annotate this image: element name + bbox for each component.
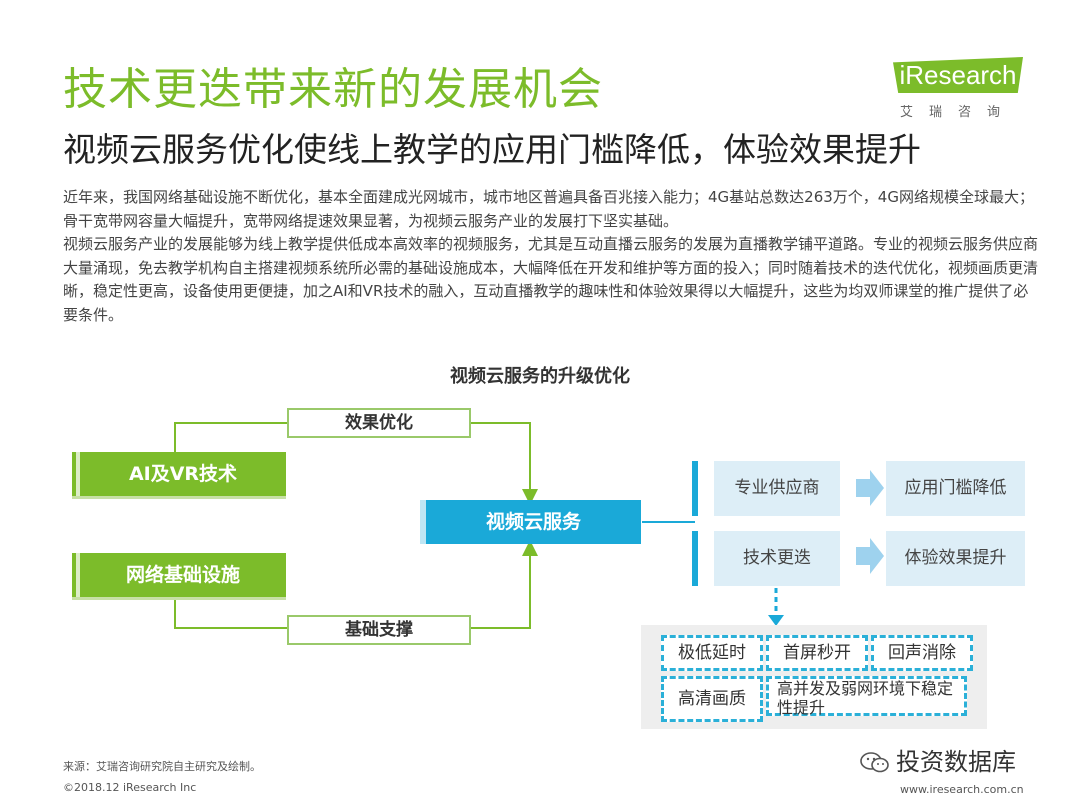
connector-label-top: 效果优化 <box>287 408 471 438</box>
copyright: ©2018.12 iResearch Inc <box>63 781 197 794</box>
driver-box-supplier: 专业供应商 <box>714 461 840 516</box>
arrowhead-dashed <box>768 615 784 626</box>
page-subtitle: 视频云服务优化使线上教学的应用门槛降低，体验效果提升 <box>63 130 921 169</box>
connector-label-bottom: 基础支撑 <box>287 615 471 645</box>
body-paragraph-1: 近年来，我国网络基础设施不断优化，基本全面建成光网城市，城市地区普遍具备百兆接入… <box>63 188 1034 230</box>
logo-brand: iResearch <box>893 57 1023 93</box>
arrow-outcome-2 <box>856 538 884 574</box>
outcome-box-experience: 体验效果提升 <box>886 531 1025 586</box>
feature-echo-cancel: 回声消除 <box>871 635 973 671</box>
bracket-bar-1 <box>692 461 698 516</box>
feature-fast-first-frame: 首屏秒开 <box>766 635 868 671</box>
wechat-icon <box>860 752 889 773</box>
feature-low-latency: 极低延时 <box>661 635 763 671</box>
input-box-ai-vr: AI及VR技术 <box>72 452 286 496</box>
page-title: 技术更迭带来新的发展机会 <box>63 64 603 115</box>
driver-box-tech: 技术更迭 <box>714 531 840 586</box>
wechat-watermark: 投资数据库 <box>860 742 1016 777</box>
body-paragraph-2: 视频云服务产业的发展能够为线上教学提供低成本高效率的视频服务，尤其是互动直播云服… <box>63 235 1039 324</box>
center-box-video-cloud: 视频云服务 <box>420 500 641 544</box>
wechat-name: 投资数据库 <box>896 748 1016 776</box>
arrow-outcome-1 <box>856 470 884 506</box>
feature-hd-quality: 高清画质 <box>661 676 763 722</box>
outcome-box-threshold: 应用门槛降低 <box>886 461 1025 516</box>
iresearch-logo: iResearch 艾瑞咨询 <box>893 57 1023 122</box>
logo-chinese-name: 艾瑞咨询 <box>899 105 1016 120</box>
website-url[interactable]: www.iresearch.com.cn <box>900 783 1024 796</box>
input-box-network: 网络基础设施 <box>72 553 286 597</box>
diagram-title: 视频云服务的升级优化 <box>450 366 630 387</box>
source-note: 来源：艾瑞咨询研究院自主研究及绘制。 <box>63 760 261 773</box>
body-text: 近年来，我国网络基础设施不断优化，基本全面建成光网城市，城市地区普遍具备百兆接入… <box>63 186 1038 327</box>
bracket-bar-2 <box>692 531 698 586</box>
feature-stability: 高并发及弱网环境下稳定性提升 <box>766 676 967 717</box>
